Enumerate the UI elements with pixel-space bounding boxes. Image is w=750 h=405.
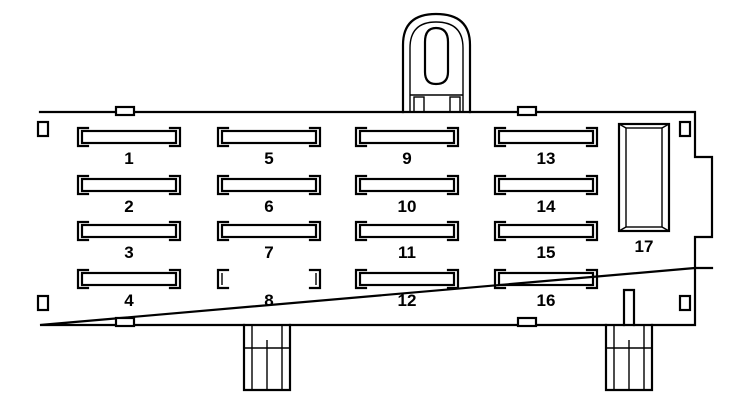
fuse-slot-9: 9 [354, 126, 460, 168]
fuse-label: 9 [402, 149, 411, 168]
fuse-label: 12 [398, 291, 417, 310]
fuse-slot-11: 11 [354, 220, 460, 262]
fuse-slot-4: 4 [76, 268, 182, 310]
fuse-slot-15: 15 [493, 220, 599, 262]
fuse-slot-8: 8 [216, 268, 322, 310]
bottom-leg-right [604, 288, 654, 392]
relay-label: 17 [635, 237, 654, 256]
fuse-label: 2 [124, 197, 133, 216]
fuse-slot-10: 10 [354, 174, 460, 216]
fuse-slot-12: 12 [354, 268, 460, 310]
fuse-body [80, 129, 178, 145]
fuse-slot-1: 1 [76, 126, 182, 168]
fuse-label: 11 [398, 243, 416, 262]
fuse-label: 14 [537, 197, 556, 216]
fuse-slot-2: 2 [76, 174, 182, 216]
fuse-body [497, 271, 595, 287]
fuse-body [497, 223, 595, 239]
fuse-label: 16 [537, 291, 556, 310]
fuse-body [358, 271, 456, 287]
fuse-label: 4 [124, 291, 134, 310]
fuse-slot-13: 13 [493, 126, 599, 168]
fuse-body [220, 223, 318, 239]
fuse-body [497, 177, 595, 193]
fuse-body [497, 129, 595, 145]
fuse-label: 7 [264, 243, 273, 262]
fuse-label: 8 [264, 291, 273, 310]
top-mounting-tab [401, 12, 472, 114]
fuse-body [220, 129, 318, 145]
fuse-slot-16: 16 [493, 268, 599, 310]
fuse-label: 15 [537, 243, 556, 262]
fuse-body [80, 177, 178, 193]
fuse-slot-5: 5 [216, 126, 322, 168]
fuse-body [358, 177, 456, 193]
fuse-body [80, 271, 178, 287]
fuse-label: 13 [537, 149, 556, 168]
fuse-label: 1 [124, 149, 133, 168]
fuse-body [358, 129, 456, 145]
fuse-slot-7: 7 [216, 220, 322, 262]
fuse-label: 3 [124, 243, 133, 262]
fuse-body [80, 223, 178, 239]
housing-clips [36, 105, 692, 328]
fuse-slot-3: 3 [76, 220, 182, 262]
fuse-slot-6: 6 [216, 174, 322, 216]
fuse-body [220, 177, 318, 193]
fuse-label: 10 [398, 197, 417, 216]
fuse-label: 6 [264, 197, 273, 216]
fuse-label: 5 [264, 149, 273, 168]
fuse-body [358, 223, 456, 239]
housing-outline [38, 110, 714, 327]
bottom-leg-left [242, 323, 292, 392]
relay-socket: 17 [617, 122, 671, 256]
fuse-slot-14: 14 [493, 174, 599, 216]
